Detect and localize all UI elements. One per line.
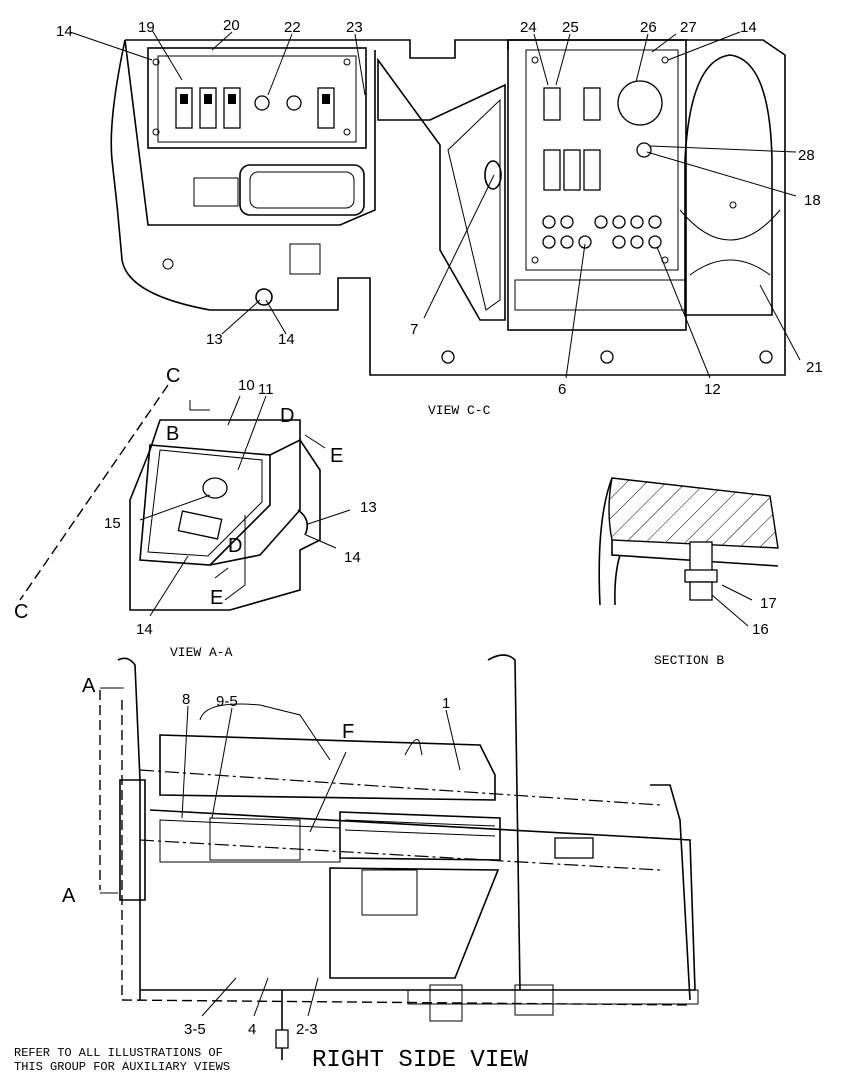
section-letter-a-top: A (82, 675, 96, 697)
right-side-view-title: RIGHT SIDE VIEW (312, 1047, 529, 1074)
switch-row-right (543, 87, 601, 191)
section-letter-a-bottom: A (62, 885, 76, 907)
note-line-1: REFER TO ALL ILLUSTRATIONS OF (14, 1046, 223, 1060)
section-letter-d-bottom: D (228, 535, 242, 557)
callout-14-top-bottom: 14 (278, 331, 295, 348)
indicator-lamp-grid (542, 215, 662, 249)
view-cc-drawing (69, 29, 801, 379)
section-letter-e-bottom: E (210, 587, 223, 609)
callout-8: 8 (182, 691, 190, 708)
callout-23: 23 (346, 19, 363, 36)
note-line-2: THIS GROUP FOR AUXILIARY VIEWS (14, 1060, 230, 1074)
callout-14-mid: 14 (344, 549, 361, 566)
section-letter-c-bottom: C (14, 601, 28, 623)
callout-4: 4 (248, 1021, 256, 1038)
callout-14-top-right: 14 (740, 19, 757, 36)
callout-25: 25 (562, 19, 579, 36)
callout-16: 16 (752, 621, 769, 638)
callout-17: 17 (760, 595, 777, 612)
callout-21: 21 (806, 359, 823, 376)
callout-6: 6 (558, 381, 566, 398)
callout-14-mid-bottom: 14 (136, 621, 153, 638)
callout-f: F (342, 721, 354, 743)
view-aa-drawing (19, 384, 351, 617)
callout-26: 26 (640, 19, 657, 36)
callout-15: 15 (104, 515, 121, 532)
section-letter-d-top: D (280, 405, 294, 427)
callout-13-top: 13 (206, 331, 223, 348)
callout-10: 10 (238, 377, 255, 394)
callout-2-3: 2-3 (296, 1021, 318, 1038)
callout-13-mid: 13 (360, 499, 377, 516)
view-cc-title: VIEW C-C (428, 403, 491, 418)
section-b-title: SECTION B (654, 653, 724, 668)
callout-22: 22 (284, 19, 301, 36)
callout-28: 28 (798, 147, 815, 164)
callout-14-top-left: 14 (56, 23, 73, 40)
callout-11: 11 (258, 381, 274, 398)
callout-24: 24 (520, 19, 537, 36)
right-side-view-drawing (99, 654, 699, 1060)
view-aa-title: VIEW A-A (170, 645, 233, 660)
section-b-drawing (598, 477, 779, 627)
callout-19: 19 (138, 19, 155, 36)
callout-18: 18 (804, 192, 821, 209)
callout-1: 1 (442, 695, 450, 712)
switch-row-left (175, 87, 335, 129)
callout-3-5: 3-5 (184, 1021, 206, 1038)
callout-20: 20 (223, 17, 240, 34)
callout-7: 7 (410, 321, 418, 338)
section-letter-b: B (166, 423, 179, 445)
section-letter-e-top: E (330, 445, 343, 467)
callout-27: 27 (680, 19, 697, 36)
section-letter-c-top: C (166, 365, 180, 387)
callout-12: 12 (704, 381, 721, 398)
callout-9-5: 9-5 (216, 693, 238, 710)
